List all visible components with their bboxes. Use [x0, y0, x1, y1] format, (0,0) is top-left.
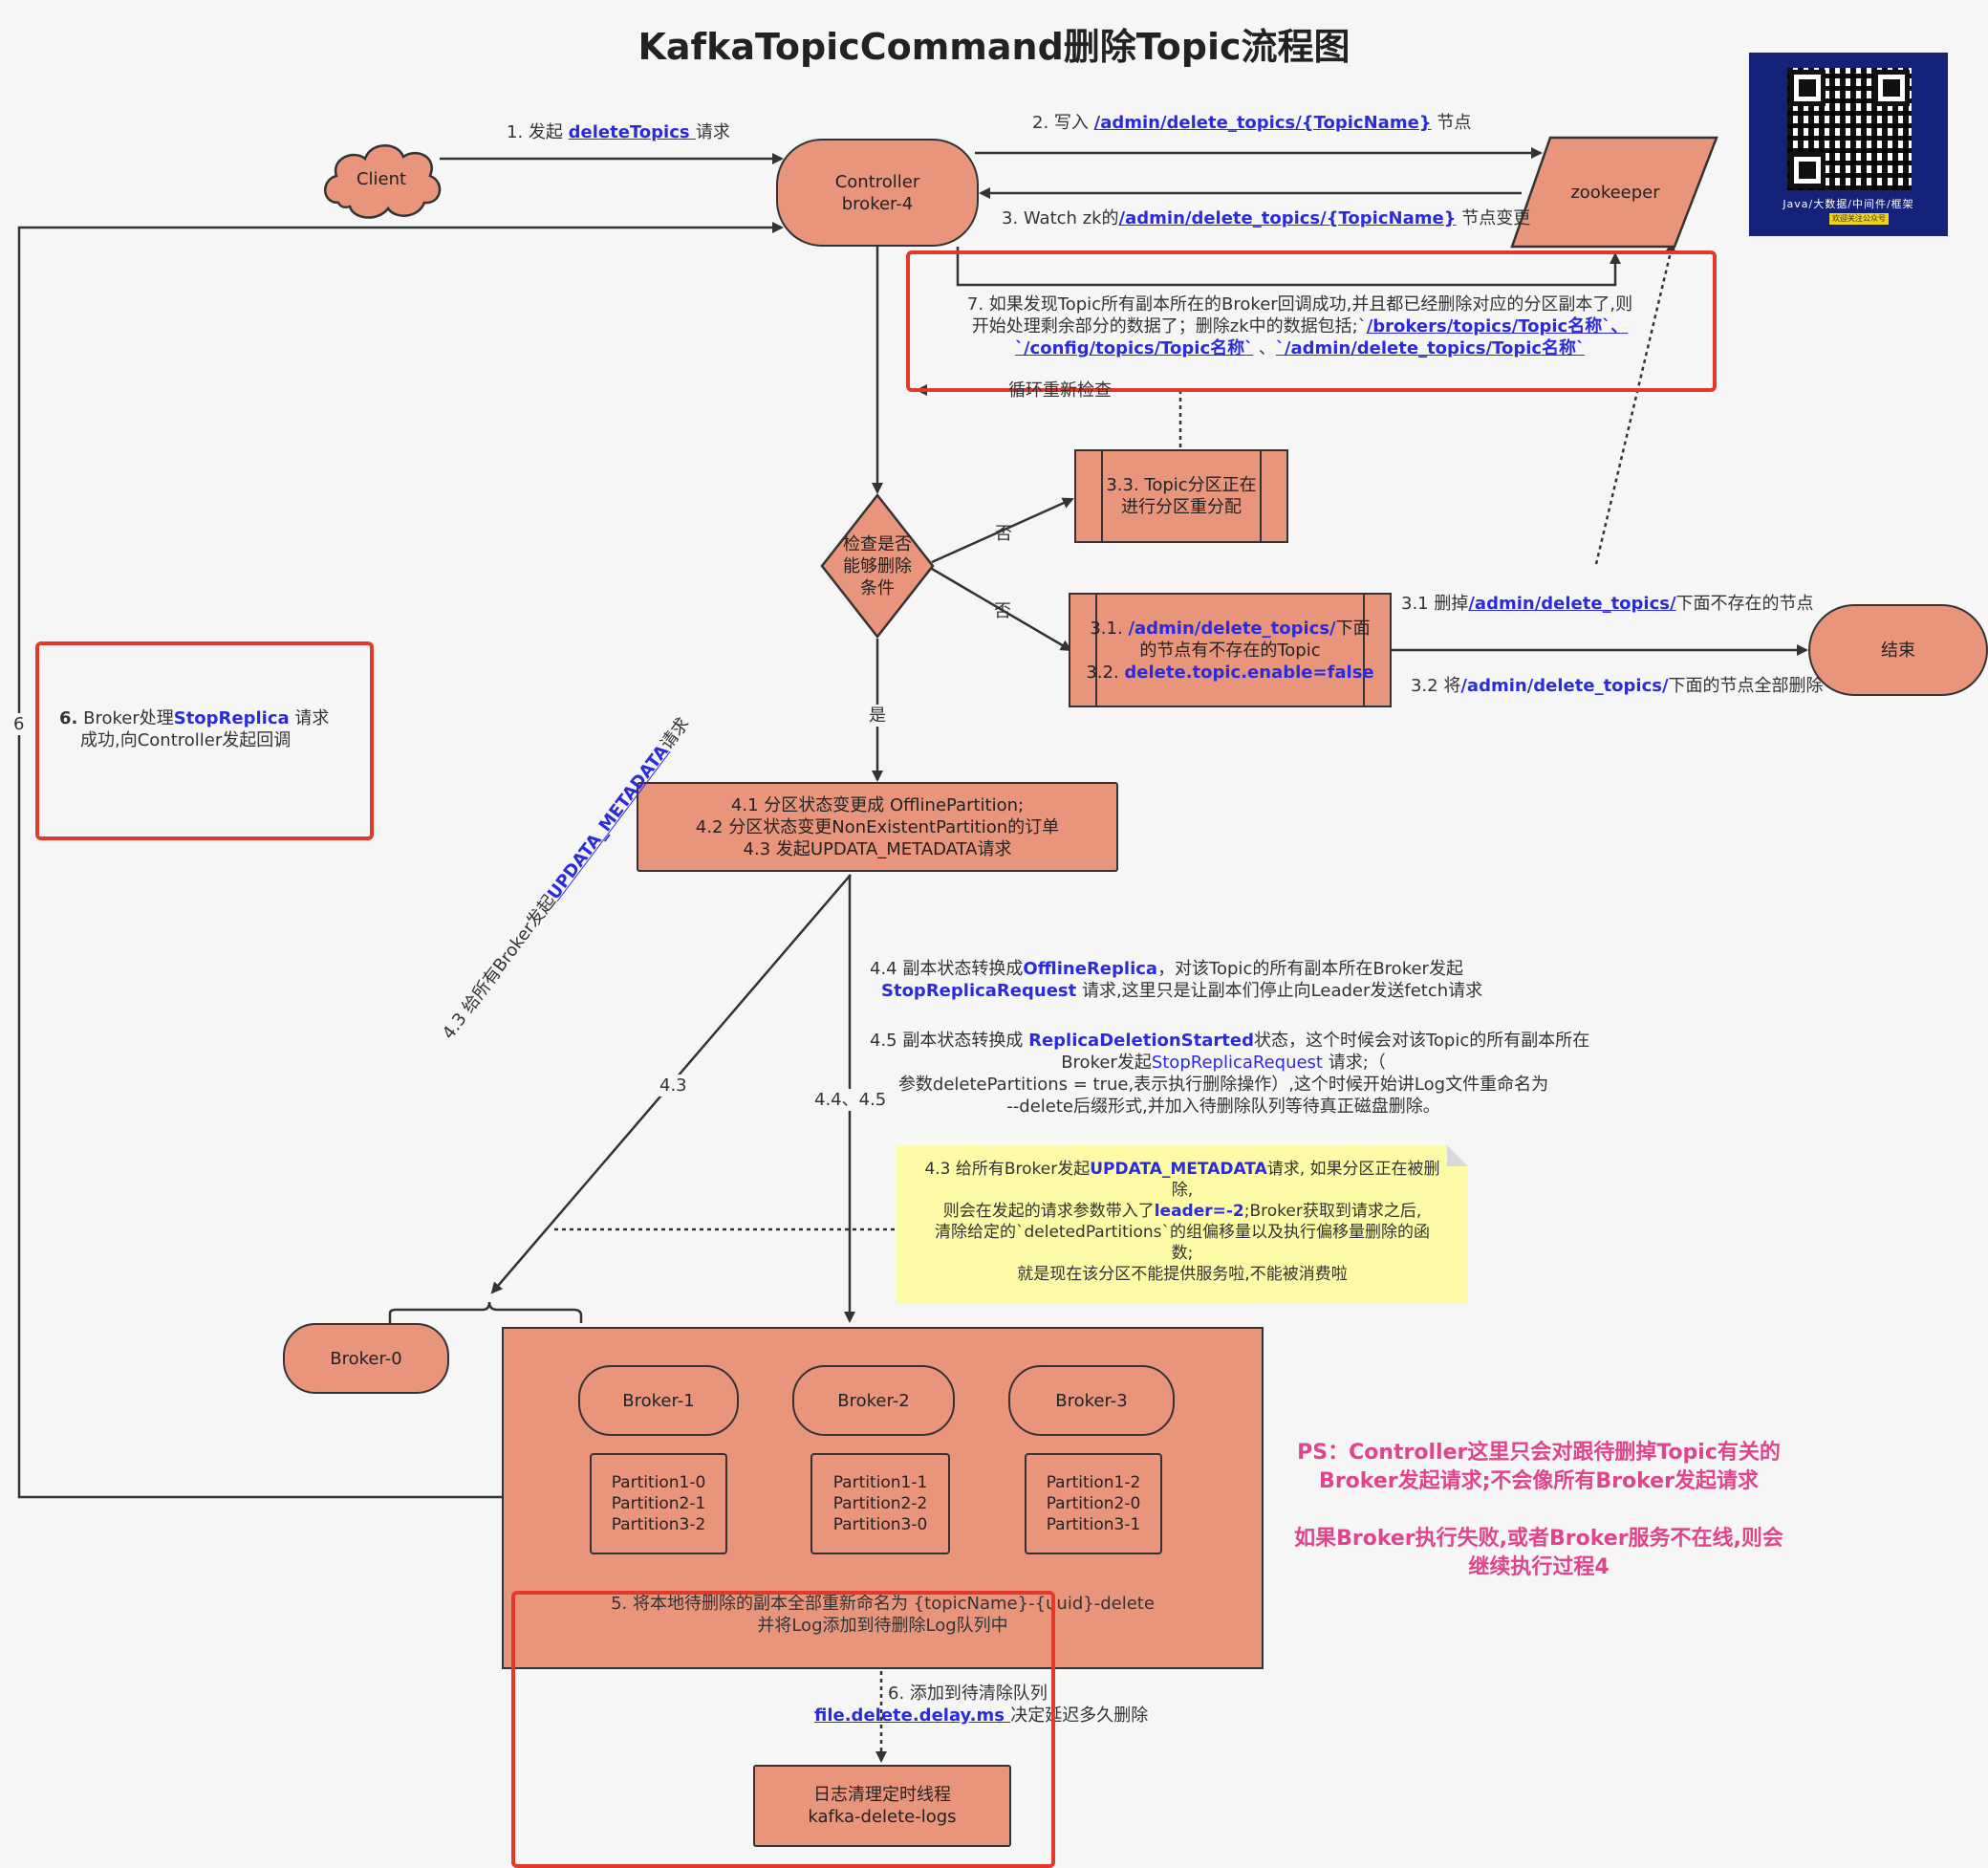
- decision-label-2: 能够删除: [843, 555, 912, 576]
- loop-recheck-label: 循环重新检查: [1008, 380, 1112, 401]
- qr-finder-tr: [1873, 70, 1910, 106]
- step-45-text: 4.5 副本状态转换成 ReplicaDeletionStarted状态，这个时…: [870, 1031, 1590, 1117]
- label-44-45: 4.4、4.5: [814, 1089, 887, 1111]
- end-label: 结束: [1881, 640, 1915, 661]
- cleaner-node: 日志清理定时线程 kafka-delete-logs: [753, 1765, 1011, 1847]
- client-label: Client: [356, 168, 407, 189]
- decision-node: 检查是否 能够删除 条件: [820, 493, 935, 639]
- metadata-note: 4.3 给所有Broker发起UPDATA_METADATA请求, 如果分区正在…: [897, 1145, 1468, 1304]
- broker-0-label: Broker-0: [330, 1348, 402, 1369]
- end-node: 结束: [1808, 604, 1988, 696]
- edge-2-label: 2. 写入 /admin/delete_topics/{TopicName} 节…: [1032, 113, 1472, 133]
- qr-finder-bl: [1789, 152, 1826, 188]
- qr-finder-tl: [1789, 70, 1826, 106]
- note-fold-icon: [1447, 1145, 1468, 1166]
- highlight-step-6: [35, 641, 374, 840]
- decision-label-3: 条件: [860, 577, 895, 598]
- edge-32-label: 3.2 将/admin/delete_topics/下面的节点全部删除: [1411, 676, 1824, 696]
- zookeeper-node: zookeeper: [1510, 136, 1720, 249]
- broker-1-node: Broker-1: [578, 1365, 739, 1436]
- decision-shape: [820, 493, 935, 639]
- broker-2-label: Broker-2: [837, 1390, 910, 1411]
- zookeeper-label: zookeeper: [1570, 182, 1660, 203]
- reassign-label-1: 3.3. Topic分区正在: [1106, 475, 1257, 495]
- edge-3-label: 3. Watch zk的/admin/delete_topics/{TopicN…: [1002, 208, 1531, 228]
- edge-31-label: 3.1 删掉/admin/delete_topics/下面不存在的节点: [1401, 594, 1814, 614]
- page-title: KafkaTopicCommand删除Topic流程图: [637, 26, 1351, 68]
- step-7-text: 7. 如果发现Topic所有副本所在的Broker回调成功,并且都已经删除对应的…: [966, 294, 1633, 358]
- no-label-2: 否: [994, 601, 1011, 621]
- state-label-2: 4.2 分区状态变更NonExistentPartition的订单: [695, 816, 1060, 837]
- step-6-queue-label: 6. 添加到待清除队列 file.delete.delay.ms 决定延迟多久删…: [814, 1683, 1149, 1726]
- broker-3-node: Broker-3: [1008, 1365, 1175, 1436]
- qr-code: Java/大数据/中间件/框架 欢迎关注公众号: [1749, 53, 1948, 236]
- qr-caption-2: 欢迎关注公众号: [1829, 213, 1889, 225]
- broker-1-label: Broker-1: [622, 1390, 695, 1411]
- decision-label-1: 检查是否: [843, 533, 912, 554]
- broker-3-label: Broker-3: [1055, 1390, 1128, 1411]
- step-6-text: 6. Broker处理StopReplica 请求 成功,向Controller…: [59, 708, 330, 750]
- label-43: 4.3: [659, 1075, 687, 1097]
- controller-label-1: Controller: [834, 171, 920, 192]
- broker-0-node: Broker-0: [283, 1323, 449, 1394]
- yes-label: 是: [869, 705, 886, 727]
- rename-text: 5. 将本地待删除的副本全部重新命名为 {topicName}-{uuid}-d…: [611, 1594, 1155, 1636]
- client-node: Client: [317, 136, 445, 222]
- cleaner-label-1: 日志清理定时线程: [813, 1785, 951, 1805]
- client-cloud-shape: [324, 144, 442, 219]
- reassign-label-2: 进行分区重分配: [1121, 497, 1242, 517]
- highlight-step-7: [906, 250, 1717, 392]
- state-node: 4.1 分区状态变更成 OfflinePartition; 4.2 分区状态变更…: [637, 782, 1118, 872]
- controller-node: Controller broker-4: [776, 139, 979, 247]
- edge-1-label: 1. 发起 deleteTopics 请求: [507, 122, 730, 142]
- state-label-3: 4.3 发起UPDATA_METADATA请求: [743, 838, 1012, 859]
- qr-caption: Java/大数据/中间件/框架: [1783, 198, 1914, 210]
- highlight-step-5-6: [511, 1591, 1055, 1868]
- state-label-1: 4.1 分区状态变更成 OfflinePartition;: [730, 794, 1025, 815]
- cleaner-label-2: kafka-delete-logs: [808, 1807, 957, 1827]
- ps-note: PS：Controller这里只会对跟待删掉Topic有关的 Broker发起请…: [1294, 1441, 1783, 1579]
- check-node: 3.1. /admin/delete_topics/下面 的节点有不存在的Top…: [1069, 593, 1392, 707]
- reassign-node: 3.3. Topic分区正在 进行分区重分配: [1074, 449, 1288, 543]
- step-44-text: 4.4 副本状态转换成OfflineReplica，对该Topic的所有副本所在…: [870, 959, 1483, 1001]
- left-loop-label: 6: [13, 713, 25, 735]
- broker-2-node: Broker-2: [792, 1365, 955, 1436]
- zookeeper-shape: [1510, 136, 1718, 249]
- controller-label-2: broker-4: [841, 193, 914, 214]
- no-label-1: 否: [995, 524, 1012, 544]
